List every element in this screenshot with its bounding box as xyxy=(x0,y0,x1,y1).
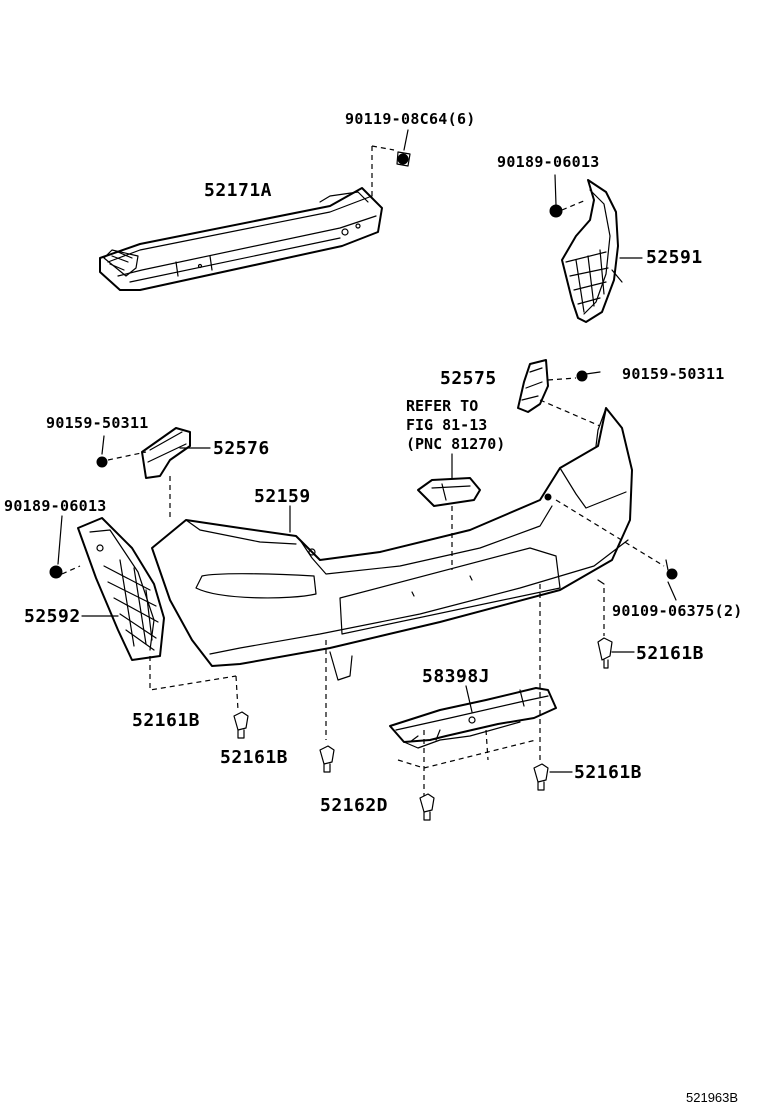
label-52161b-right[interactable]: 52161B xyxy=(636,643,705,664)
panel-58398j xyxy=(389,685,557,749)
label-52171a[interactable]: 52171A xyxy=(204,180,273,201)
label-90109-06375[interactable]: 90109-06375(2) xyxy=(612,602,743,620)
label-58398j[interactable]: 58398J xyxy=(422,666,491,687)
refer-note-line3: (PNC 81270) xyxy=(406,435,506,453)
label-52159[interactable]: 52159 xyxy=(254,486,311,507)
license-lamp xyxy=(417,453,481,570)
label-52591[interactable]: 52591 xyxy=(646,247,703,268)
bolt-90159-right xyxy=(547,370,601,382)
bracket-52576 xyxy=(141,427,211,520)
bracket-52575 xyxy=(517,359,601,427)
refer-note-line1: REFER TO xyxy=(406,397,479,415)
label-52592[interactable]: 52592 xyxy=(24,606,81,627)
bolt-90109 xyxy=(555,499,678,601)
label-90189-06013-left[interactable]: 90189-06013 xyxy=(4,497,107,515)
clip-52161b-lower xyxy=(533,763,573,791)
label-90119-08c64[interactable]: 90119-08C64(6) xyxy=(345,110,476,128)
label-52162d[interactable]: 52162D xyxy=(320,795,389,816)
refer-note-line2: FIG 81-13 xyxy=(406,416,488,434)
nut-90189-left xyxy=(49,515,81,579)
label-52575[interactable]: 52575 xyxy=(440,368,497,389)
bolt-90119 xyxy=(371,129,411,200)
label-52161b-left[interactable]: 52161B xyxy=(132,710,201,731)
bolt-90159-left xyxy=(96,435,147,468)
retainer-52591 xyxy=(561,179,643,323)
label-90159-50311-right[interactable]: 90159-50311 xyxy=(622,365,725,383)
figure-code: 521963B xyxy=(686,1090,739,1105)
clip-52161b-left xyxy=(233,711,249,739)
label-52576[interactable]: 52576 xyxy=(213,438,270,459)
guide-lines xyxy=(149,584,605,796)
reinforcement-52171a xyxy=(99,187,383,291)
nut-90189-right xyxy=(549,174,587,218)
label-90189-06013-right[interactable]: 90189-06013 xyxy=(497,153,600,171)
clip-52161b-right xyxy=(597,637,635,669)
clip-52161b-center xyxy=(319,745,335,773)
retainer-52592 xyxy=(77,517,165,661)
bumper-cover-52159 xyxy=(151,407,633,681)
clip-52162d xyxy=(419,793,435,821)
label-90159-50311-left[interactable]: 90159-50311 xyxy=(46,414,149,432)
label-52161b-center[interactable]: 52161B xyxy=(220,747,289,768)
label-52161b-lower[interactable]: 52161B xyxy=(574,762,643,783)
